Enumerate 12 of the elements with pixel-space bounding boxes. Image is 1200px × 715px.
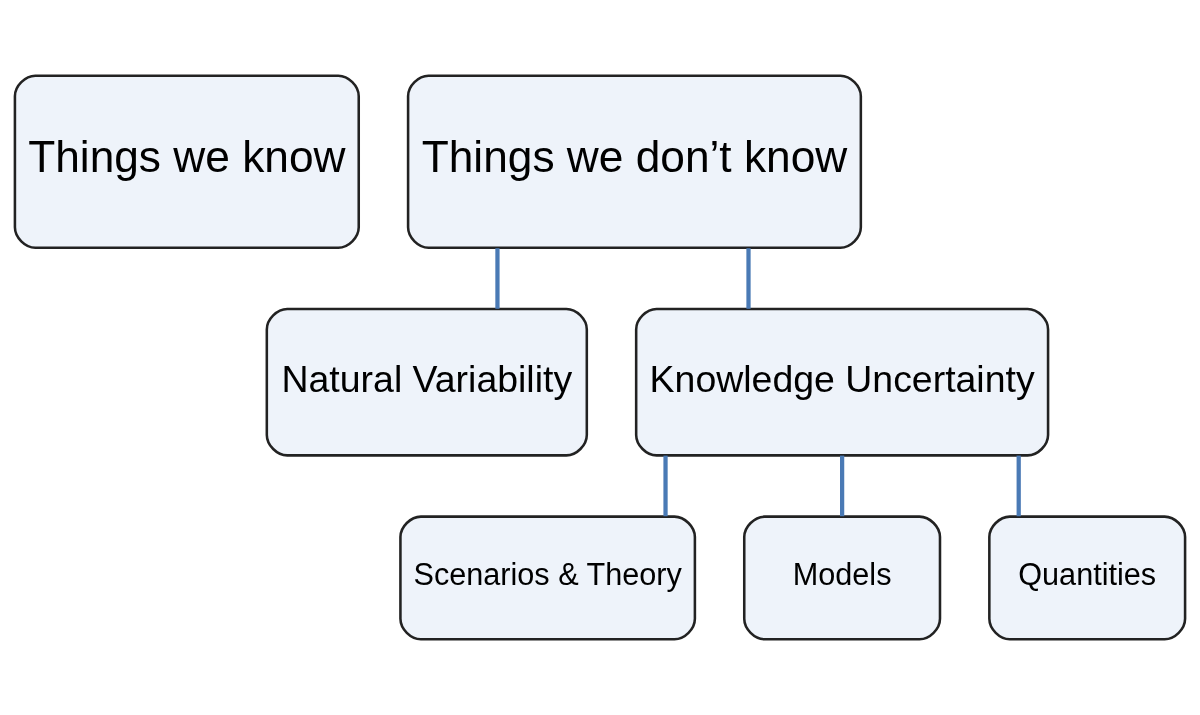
connector	[495, 248, 500, 309]
node-box: Natural Variability	[265, 307, 589, 457]
connector	[746, 248, 751, 309]
node-box: Scenarios & Theory	[399, 515, 697, 641]
node-box: Knowledge Uncertainty	[634, 307, 1050, 457]
node-box: Things we know	[13, 74, 360, 249]
connector	[840, 455, 845, 517]
connector	[1016, 455, 1021, 517]
connector	[663, 455, 668, 517]
node-box: Things we don’t know	[406, 74, 863, 249]
node-box: Quantities	[988, 515, 1187, 641]
node-box: Models	[742, 515, 942, 641]
